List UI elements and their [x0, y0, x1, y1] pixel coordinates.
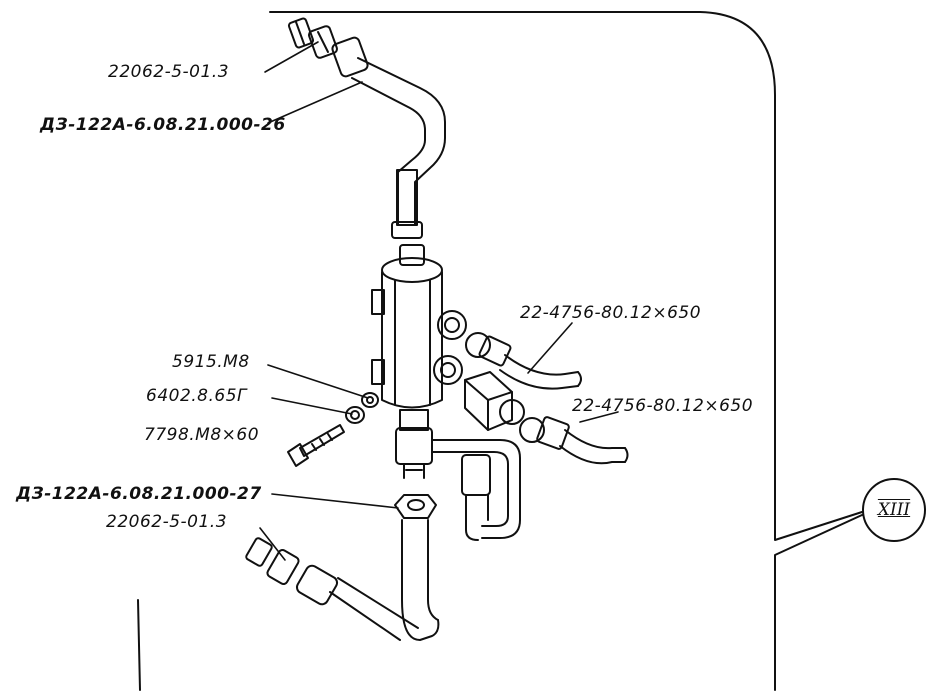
valve-body	[372, 245, 466, 478]
lower-hose	[520, 416, 628, 463]
label-hose-lower: 22-4756-80.12×650	[572, 396, 754, 416]
fasteners	[288, 393, 378, 466]
label-bottom-nut: 22062-5-01.3	[106, 512, 228, 532]
frame-outline	[138, 12, 862, 690]
label-hose-upper: 22-4756-80.12×650	[520, 303, 702, 323]
bottom-pipe	[245, 495, 438, 640]
top-pipe	[352, 58, 445, 238]
view-callout-label: XIII	[877, 500, 911, 520]
leader-lines	[260, 42, 618, 560]
view-callout-circle: XIII	[862, 478, 926, 542]
label-washer-a: 5915.М8	[172, 352, 250, 372]
upper-hose	[466, 333, 581, 389]
label-top-nut: 22062-5-01.3	[108, 62, 230, 82]
label-washer-b: 6402.8.65Г	[146, 386, 247, 406]
label-top-pipe: ДЗ-122А-6.08.21.000-26	[40, 115, 286, 135]
label-bottom-pipe: ДЗ-122А-6.08.21.000-27	[16, 484, 262, 504]
top-fitting	[288, 18, 369, 78]
label-bolt: 7798.М8×60	[144, 425, 260, 445]
side-block	[432, 372, 524, 540]
